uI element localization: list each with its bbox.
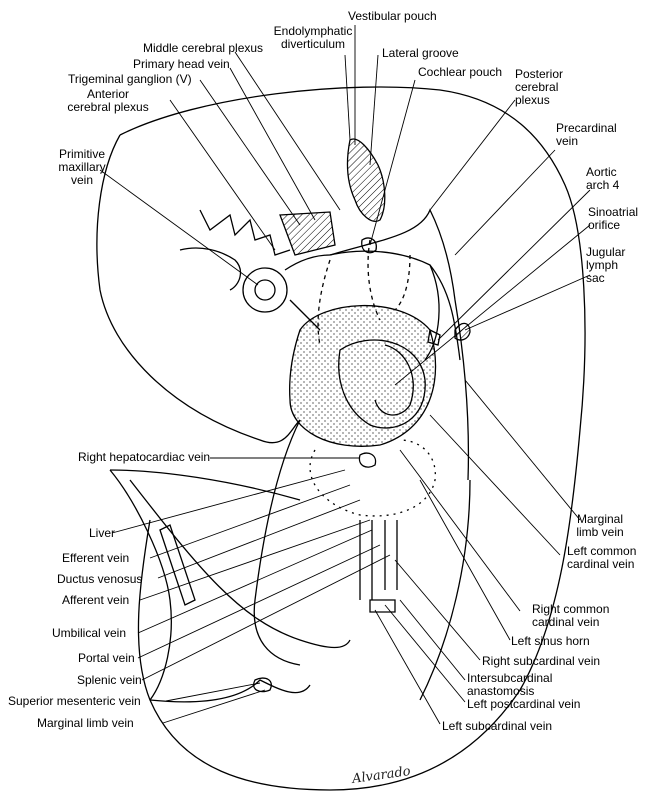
label-sinoatrial-orifice: Sinoatrial orifice (588, 206, 638, 232)
label-lcc-line1: Left common (567, 544, 637, 558)
label-intersub-line1: Intersubcardinal (467, 671, 553, 685)
embryo-outline (96, 86, 586, 791)
label-intersub-line2: anastomosis (467, 684, 535, 698)
label-endolymphatic-diverticulum: Endolymphatic diverticulum (253, 25, 373, 51)
label-endolymphatic-line2: diverticulum (280, 37, 346, 51)
label-jugular-line2: lymph (586, 258, 619, 272)
label-jugular-line1: Jugular (586, 245, 626, 259)
label-primitive-maxillary-vein: Primitive maxillary vein (42, 148, 122, 187)
label-portal-vein: Portal vein (78, 651, 135, 665)
label-left-postcardinal-vein: Left postcardinal vein (467, 697, 581, 711)
label-posterior-line1: Posterior (515, 67, 564, 81)
label-marginal-line2: limb vein (576, 525, 624, 539)
label-afferent-vein: Afferent vein (62, 593, 130, 607)
label-marginal-limb-vein-right: Marginal limb vein (565, 513, 635, 539)
label-aortic-line1: Aortic (586, 165, 617, 179)
label-middle-cerebral-plexus: Middle cerebral plexus (143, 41, 264, 55)
leader-lines (99, 25, 591, 725)
label-marginal-line1: Marginal (576, 512, 624, 526)
label-posterior-cerebral-plexus: Posterior cerebral plexus (515, 68, 563, 107)
label-right-subcardinal-vein: Right subcardinal vein (482, 654, 601, 668)
label-rcc-line1: Right common (532, 602, 610, 616)
label-primary-head-vein: Primary head vein (133, 57, 230, 71)
label-left-subcardinal-vein: Left subcardinal vein (442, 719, 553, 733)
label-precardinal-vein: Precardinal vein (556, 122, 617, 148)
label-sinoatrial-line1: Sinoatrial (588, 205, 639, 219)
label-marginal-limb-vein-left: Marginal limb vein (37, 716, 134, 730)
label-lcc-line2: cardinal vein (567, 557, 635, 571)
label-lateral-groove: Lateral groove (382, 46, 459, 60)
label-sinoatrial-line2: orifice (588, 218, 621, 232)
label-ductus-venosus: Ductus venosus (57, 572, 143, 586)
label-umbilical-vein: Umbilical vein (52, 626, 127, 640)
label-anterior-line2: cerebral plexus (67, 100, 149, 114)
label-aortic-line2: arch 4 (586, 178, 620, 192)
label-jugular-lymph-sac: Jugular lymph sac (586, 246, 625, 285)
label-primitive-line3: vein (70, 173, 93, 187)
label-left-sinus-horn: Left sinus horn (511, 634, 590, 648)
label-intersubcardinal-anastomosis: Intersubcardinal anastomosis (467, 672, 552, 698)
label-cochlear-pouch: Cochlear pouch (418, 65, 503, 79)
label-posterior-line3: plexus (515, 93, 550, 107)
label-anterior-cerebral-plexus: Anterior cerebral plexus (38, 88, 178, 114)
label-precardinal-line1: Precardinal (556, 121, 617, 135)
label-endolymphatic-line1: Endolymphatic (273, 24, 353, 38)
label-posterior-line2: cerebral (515, 80, 559, 94)
label-left-common-cardinal-vein: Left common cardinal vein (567, 545, 636, 571)
label-trigeminal-ganglion: Trigeminal ganglion (V) (68, 72, 192, 86)
label-aortic-arch-4: Aortic arch 4 (586, 166, 619, 192)
label-rcc-line2: cardinal vein (532, 615, 600, 629)
label-jugular-line3: sac (586, 271, 605, 285)
label-vestibular-pouch: Vestibular pouch (348, 9, 437, 23)
label-right-hepatocardiac-vein: Right hepatocardiac vein (78, 450, 211, 464)
label-anterior-line1: Anterior (86, 87, 130, 101)
label-primitive-line1: Primitive (58, 147, 105, 161)
label-right-common-cardinal-vein: Right common cardinal vein (532, 603, 609, 629)
label-superior-mesenteric-vein: Superior mesenteric vein (8, 694, 141, 708)
label-primitive-line2: maxillary (58, 160, 106, 174)
label-liver: Liver (89, 526, 116, 540)
label-efferent-vein: Efferent vein (62, 551, 130, 565)
label-precardinal-line2: vein (556, 134, 579, 148)
label-splenic-vein: Splenic vein (77, 673, 142, 687)
